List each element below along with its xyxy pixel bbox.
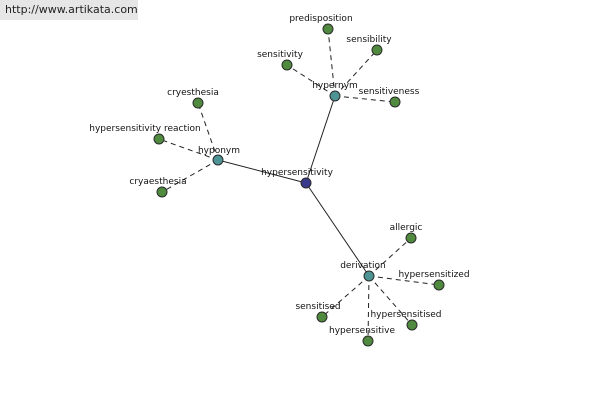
edge-hyponym-to-hypersensitivity-reaction bbox=[158, 138, 219, 161]
term-node-sensitivity-dot[interactable] bbox=[281, 59, 293, 71]
term-node-cryaesthesia-dot[interactable] bbox=[156, 186, 168, 198]
relation-node-hypernym-dot[interactable] bbox=[329, 90, 341, 102]
edge-root-to-hyponym bbox=[217, 159, 307, 184]
root-node-hypersensitivity-label[interactable]: hypersensitivity bbox=[261, 168, 333, 178]
term-node-hypersensitised-label[interactable]: hypersensitised bbox=[370, 310, 441, 320]
relation-node-derivation-label[interactable]: derivation bbox=[340, 261, 386, 271]
relation-node-hypernym[interactable]: hypernym bbox=[312, 81, 358, 102]
term-node-sensitivity[interactable]: sensitivity bbox=[257, 50, 304, 71]
term-node-sensitised-label[interactable]: sensitised bbox=[295, 302, 340, 312]
edge-hypernym-to-sensitiveness bbox=[334, 95, 396, 103]
term-node-predisposition-dot[interactable] bbox=[322, 23, 334, 35]
edge-hyponym-to-cryesthesia bbox=[197, 102, 219, 161]
relation-node-hyponym-label[interactable]: hyponym bbox=[198, 146, 240, 156]
term-node-predisposition[interactable]: predisposition bbox=[289, 14, 353, 35]
term-node-cryaesthesia-label[interactable]: cryaesthesia bbox=[129, 177, 186, 187]
edge-derivation-to-allergic bbox=[368, 237, 412, 277]
relation-node-hypernym-label[interactable]: hypernym bbox=[312, 81, 358, 91]
edge-root-to-derivation bbox=[305, 182, 370, 277]
term-node-cryesthesia[interactable]: cryesthesia bbox=[167, 88, 219, 109]
term-node-sensibility-dot[interactable] bbox=[371, 44, 383, 56]
term-node-allergic[interactable]: allergic bbox=[390, 223, 423, 244]
term-node-sensibility-label[interactable]: sensibility bbox=[346, 35, 392, 45]
graph-nodes: predisposition sensibility sensitivity sens… bbox=[89, 14, 470, 347]
term-node-sensitiveness-dot[interactable] bbox=[389, 96, 401, 108]
term-node-hypersensitive-dot[interactable] bbox=[362, 335, 374, 347]
edge-hypernym-to-sensitivity bbox=[286, 64, 336, 97]
edge-root-to-hypernym bbox=[305, 95, 336, 184]
edge-hyponym-to-cryaesthesia bbox=[161, 159, 219, 193]
relation-node-hyponym-dot[interactable] bbox=[212, 154, 224, 166]
term-node-sensibility[interactable]: sensibility bbox=[346, 35, 392, 56]
root-node-hypersensitivity[interactable]: hypersensitivity bbox=[261, 168, 334, 189]
root-node-hypersensitivity-dot[interactable] bbox=[300, 177, 312, 189]
term-node-hypersensitised-dot[interactable] bbox=[406, 319, 418, 331]
term-node-hypersensitized-dot[interactable] bbox=[433, 279, 445, 291]
site-url-watermark[interactable]: http://www.artikata.com bbox=[0, 0, 138, 20]
term-node-sensitiveness[interactable]: sensitiveness bbox=[359, 87, 420, 108]
relation-node-derivation[interactable]: derivation bbox=[340, 261, 386, 282]
term-node-predisposition-label[interactable]: predisposition bbox=[289, 14, 352, 24]
edge-derivation-to-hypersensitized bbox=[368, 275, 440, 286]
term-node-cryesthesia-dot[interactable] bbox=[192, 97, 204, 109]
term-node-hypersensitised[interactable]: hypersensitised bbox=[370, 310, 442, 331]
edge-derivation-to-hypersensitive bbox=[367, 275, 370, 342]
edge-hypernym-to-predisposition bbox=[327, 28, 336, 97]
term-node-hypersensitive[interactable]: hypersensitive bbox=[329, 326, 395, 347]
term-node-allergic-label[interactable]: allergic bbox=[390, 223, 423, 233]
term-node-sensitiveness-label[interactable]: sensitiveness bbox=[359, 87, 420, 97]
term-node-allergic-dot[interactable] bbox=[405, 232, 417, 244]
graph-edges bbox=[158, 28, 440, 342]
edge-hypernym-to-sensibility bbox=[334, 49, 378, 97]
term-node-hypersensitive-label[interactable]: hypersensitive bbox=[329, 326, 395, 336]
relation-node-derivation-dot[interactable] bbox=[363, 270, 375, 282]
edge-derivation-to-hypersensitised bbox=[368, 275, 413, 326]
term-node-cryaesthesia[interactable]: cryaesthesia bbox=[129, 177, 187, 198]
relation-node-hyponym[interactable]: hyponym bbox=[198, 146, 240, 166]
term-node-cryesthesia-label[interactable]: cryesthesia bbox=[167, 88, 219, 98]
term-node-hypersensitized[interactable]: hypersensitized bbox=[398, 270, 470, 291]
term-node-sensitised[interactable]: sensitised bbox=[295, 302, 341, 323]
term-node-sensitivity-label[interactable]: sensitivity bbox=[257, 50, 304, 60]
term-node-hypersensitivity-reaction-label[interactable]: hypersensitivity reaction bbox=[89, 124, 200, 134]
term-node-sensitised-dot[interactable] bbox=[316, 311, 328, 323]
term-node-hypersensitivity-reaction-dot[interactable] bbox=[153, 133, 165, 145]
term-node-hypersensitivity-reaction[interactable]: hypersensitivity reaction bbox=[89, 124, 201, 145]
term-node-hypersensitized-label[interactable]: hypersensitized bbox=[398, 270, 469, 280]
edge-derivation-to-sensitised bbox=[321, 275, 370, 318]
